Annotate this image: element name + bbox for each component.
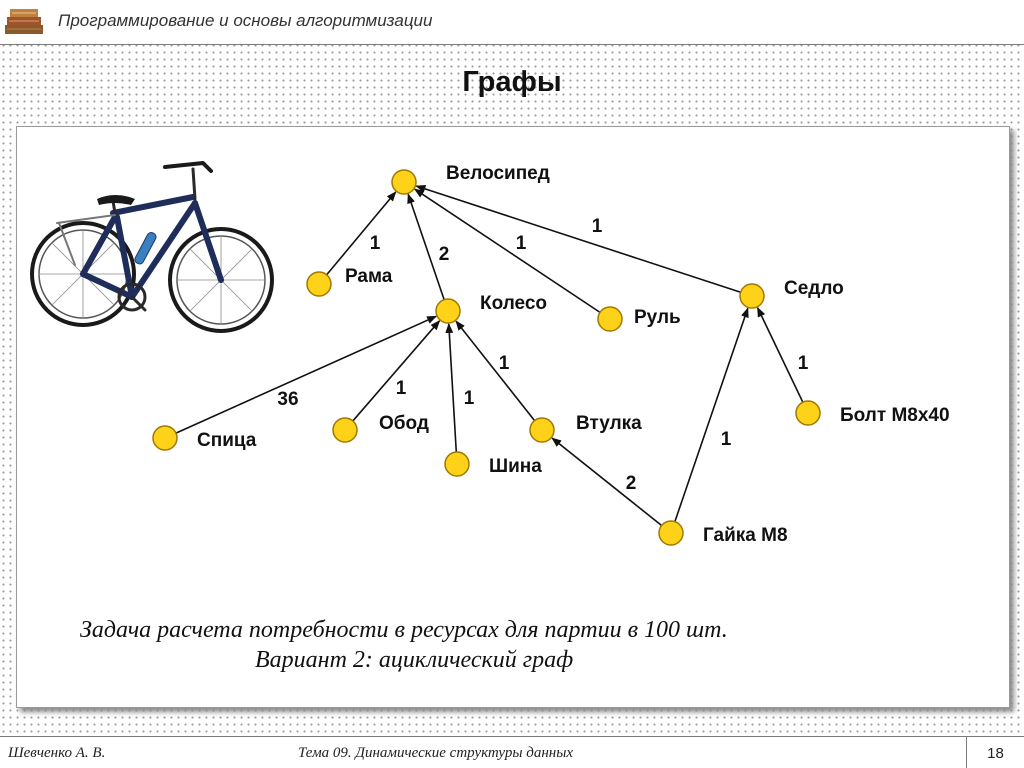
edge-koleso-velosiped [407, 193, 445, 300]
topic-title: Тема 09. Динамические структуры данных [298, 745, 574, 761]
edge-rama-velosiped [326, 191, 397, 276]
node-bolt [795, 400, 821, 426]
node-label-obod: Обод [379, 413, 429, 434]
edge-weight-gaika-sedlo: 1 [721, 429, 732, 450]
edge-obod-koleso [352, 320, 441, 422]
edge-bolt-sedlo [756, 306, 804, 403]
node-velosiped [391, 169, 417, 195]
node-obod [332, 417, 358, 443]
node-label-sedlo: Седло [784, 278, 844, 299]
course-title: Программирование и основы алгоритмизации [58, 11, 433, 30]
author-name: Шевченко А. В. [8, 745, 106, 761]
slide-title: Графы [462, 66, 562, 98]
edge-weight-obod-koleso: 1 [396, 378, 407, 399]
edge-vtulka-koleso [455, 320, 536, 422]
node-label-koleso: Колесо [480, 293, 547, 314]
node-label-spitsa: Спица [197, 430, 257, 451]
edge-sedlo-velosiped [415, 185, 741, 294]
node-label-bolt: Болт М8х40 [840, 405, 950, 426]
node-rul [597, 306, 623, 332]
edge-weight-koleso-velosiped: 2 [439, 244, 450, 265]
edge-weight-spitsa-koleso: 36 [277, 389, 298, 410]
edge-spitsa-koleso [175, 315, 438, 434]
page-number: 18 [987, 745, 1004, 762]
node-rama [306, 271, 332, 297]
book-stack-logo [5, 9, 43, 34]
node-sedlo [739, 283, 765, 309]
node-label-shina: Шина [489, 456, 542, 477]
node-vtulka [529, 417, 555, 443]
edge-rul-velosiped [413, 188, 601, 314]
node-koleso [435, 298, 461, 324]
node-gaika [658, 520, 684, 546]
footer-bar: Шевченко А. В. Тема 09. Динамические стр… [0, 736, 1024, 768]
node-label-rama: Рама [345, 266, 393, 287]
edge-weight-rama-velosiped: 1 [370, 233, 381, 254]
edge-gaika-sedlo [674, 307, 749, 522]
caption-variant: Вариант 2: ациклический граф [255, 647, 574, 673]
node-label-gaika: Гайка М8 [703, 525, 788, 546]
edge-shina-koleso [445, 322, 458, 453]
bicycle-image [30, 161, 274, 333]
caption-task: Задача расчета потребности в ресурсах дл… [80, 617, 728, 643]
edge-weight-sedlo-velosiped: 1 [592, 216, 603, 237]
node-label-rul: Руль [634, 307, 681, 328]
node-label-vtulka: Втулка [576, 413, 642, 434]
header-bar: Программирование и основы алгоритмизации [0, 0, 1024, 45]
node-label-velosiped: Велосипед [446, 163, 550, 184]
edge-weight-shina-koleso: 1 [464, 388, 475, 409]
edge-gaika-vtulka [551, 437, 663, 527]
footer-divider [966, 737, 967, 768]
node-shina [444, 451, 470, 477]
edge-weight-vtulka-koleso: 1 [499, 353, 510, 374]
edge-weight-bolt-sedlo: 1 [798, 353, 809, 374]
node-spitsa [152, 425, 178, 451]
edge-weight-gaika-vtulka: 2 [626, 473, 637, 494]
edge-weight-rul-velosiped: 1 [516, 233, 527, 254]
